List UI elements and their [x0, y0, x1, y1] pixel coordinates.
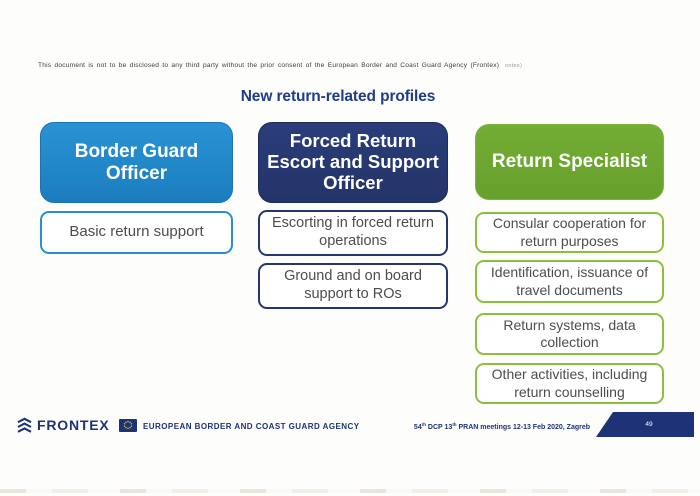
- profile-task-label: Basic return support: [69, 223, 204, 241]
- agency-name: EUROPEAN BORDER AND COAST GUARD AGENCY: [143, 422, 360, 431]
- profile-header-label: Forced Return Escort and Support Officer: [267, 130, 439, 193]
- page-number-band: 49: [596, 412, 694, 437]
- column-return-specialist: Return Specialist Consular cooperation f…: [475, 124, 664, 404]
- scan-artifact-text: ontex): [505, 63, 523, 69]
- slide-footer: FRONTEX EUROPEAN BORDER AND COAST GUARD …: [0, 408, 700, 442]
- profile-task-label: Escorting in forced return operations: [272, 215, 434, 249]
- frontex-chevrons-icon: [17, 417, 32, 433]
- column-forced-return-escort-officer: Forced Return Escort and Support Officer…: [258, 122, 448, 309]
- frontex-wordmark: FRONTEX: [37, 417, 110, 433]
- profile-task-label: Identification, issuance of travel docum…: [490, 264, 649, 298]
- profile-header-return-specialist: Return Specialist: [475, 124, 664, 200]
- profile-task-label: Ground and on board support to ROs: [284, 268, 422, 302]
- slide-title: New return-related profiles: [240, 88, 436, 105]
- profile-task-box: Basic return support: [40, 211, 233, 254]
- column-border-guard-officer: Border Guard Officer Basic return suppor…: [40, 122, 233, 254]
- profile-header-label: Border Guard Officer: [74, 141, 199, 184]
- profile-task-label: Consular cooperation for return purposes: [492, 215, 647, 249]
- disclaimer-text: This document is not to be disclosed to …: [38, 62, 500, 69]
- page-number: 49: [645, 421, 653, 428]
- profile-header-label: Return Specialist: [491, 151, 648, 173]
- profile-task-box: Consular cooperation for return purposes: [475, 212, 664, 253]
- profile-task-box: Other activities, including return couns…: [475, 363, 664, 404]
- profile-task-box: Ground and on board support to ROs: [258, 263, 448, 309]
- profile-task-label: Return systems, data collection: [503, 316, 636, 350]
- profile-header-border-guard-officer: Border Guard Officer: [40, 122, 233, 203]
- profile-task-box: Return systems, data collection: [475, 313, 664, 355]
- profile-task-box: Escorting in forced return operations: [258, 210, 448, 256]
- scan-edge-artifact: [0, 489, 700, 493]
- profile-task-label: Other activities, including return couns…: [491, 366, 648, 400]
- profile-header-forced-return-escort: Forced Return Escort and Support Officer: [258, 122, 448, 203]
- meeting-reference: 54th DCP 13th PRAN meetings 12-13 Feb 20…: [413, 422, 590, 431]
- profile-task-box: Identification, issuance of travel docum…: [475, 260, 664, 303]
- eu-flag-icon: [119, 419, 137, 432]
